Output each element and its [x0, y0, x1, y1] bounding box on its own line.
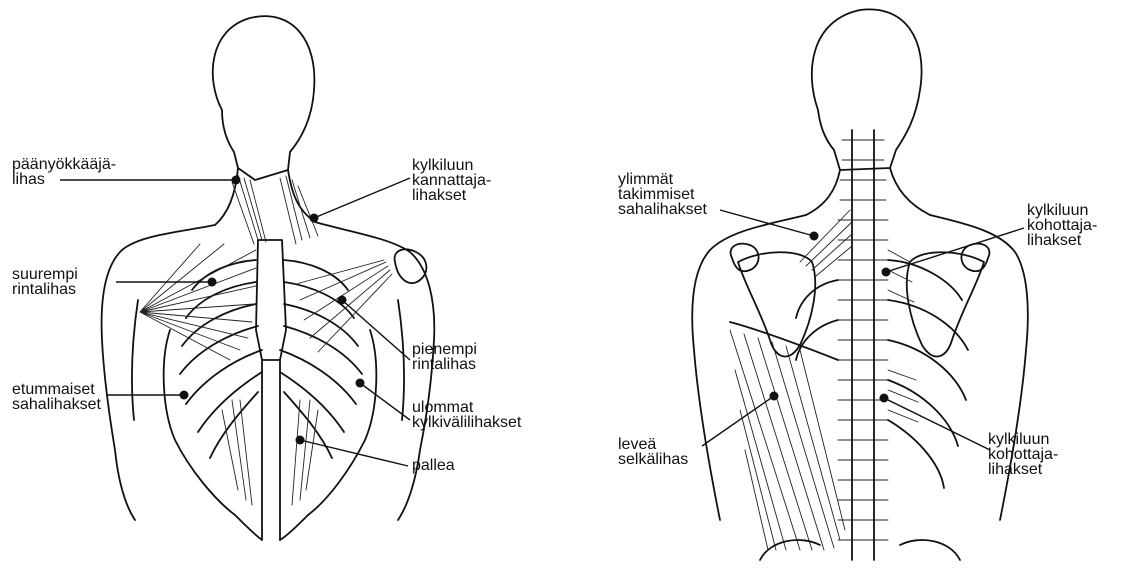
leader-pallea — [300, 440, 408, 466]
label-suurempi-rintalihas: suurempi rintalihas — [12, 267, 78, 297]
back-torso-figure — [692, 9, 1028, 560]
label-kylkiluun-kohottaja-upper: kylkiluun kohottaja- lihakset — [1027, 203, 1097, 248]
label-etummaiset-sahalihakset: etummaiset sahalihakset — [12, 382, 101, 412]
front-torso-figure — [102, 16, 435, 540]
label-pallea: pallea — [412, 458, 455, 473]
leader-ulommat — [360, 383, 410, 420]
dot-etummaiset — [180, 391, 189, 400]
label-paanyokkaaja: päänyökkääjä- lihas — [12, 157, 116, 187]
dot-ulommat — [356, 379, 365, 388]
dot-kylkiluun-kannattaja — [310, 214, 319, 223]
dot-kohottaja-lower — [880, 394, 889, 403]
label-kylkiluun-kannattaja: kylkiluun kannattaja- lihakset — [412, 158, 491, 203]
leader-levea — [702, 396, 774, 446]
label-kylkiluun-kohottaja-lower: kylkiluun kohottaja- lihakset — [988, 432, 1058, 477]
label-ulommat-kylkivalilihakset: ulommat kylkivälilihakset — [412, 400, 521, 430]
dot-pallea — [296, 436, 305, 445]
label-levea-selkalihas: leveä selkälihas — [618, 437, 688, 467]
dot-kohottaja-upper — [882, 268, 891, 277]
leader-kylkiluun-kannattaja — [314, 178, 410, 218]
dot-levea — [770, 392, 779, 401]
leader-kohottaja-upper — [886, 228, 1024, 272]
dot-paanyokkaaja — [232, 176, 241, 185]
dot-ylimmat — [810, 232, 819, 241]
leader-kohottaja-lower — [884, 398, 990, 450]
dot-suurempi-rintalihas — [208, 278, 217, 287]
label-ylimmat-takimmiset-sahalihakset: ylimmät takimmiset sahalihakset — [618, 172, 707, 217]
dot-pienempi-rintalihas — [338, 296, 347, 305]
leader-ylimmat — [720, 210, 814, 236]
label-pienempi-rintalihas: pienempi rintalihas — [412, 342, 477, 372]
